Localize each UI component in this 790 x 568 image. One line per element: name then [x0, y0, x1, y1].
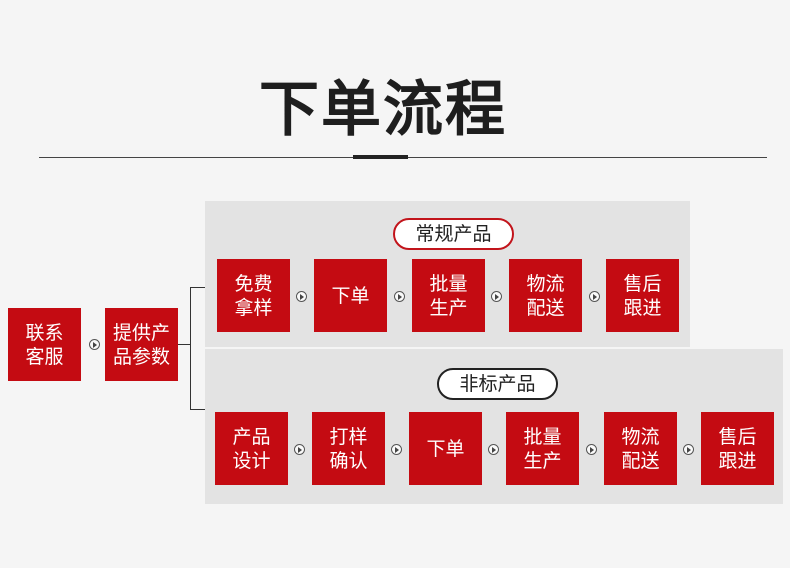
- regular-step-order: 下单: [314, 259, 387, 332]
- custom-step-mass-production: 批量 生产: [506, 412, 579, 485]
- custom-step-logistics: 物流 配送: [604, 412, 677, 485]
- step-provide-parameters: 提供产 品参数: [105, 308, 178, 381]
- branch-bracket-stem: [178, 344, 190, 345]
- regular-step-after-sales: 售后 跟进: [606, 259, 679, 332]
- arrow-right-circle-icon: [296, 291, 307, 302]
- regular-step-mass-production: 批量 生产: [412, 259, 485, 332]
- custom-products-label: 非标产品: [437, 368, 558, 400]
- step-contact-service: 联系 客服: [8, 308, 81, 381]
- arrow-right-circle-icon: [391, 444, 402, 455]
- arrow-right-circle-icon: [586, 444, 597, 455]
- arrow-right-circle-icon: [488, 444, 499, 455]
- branch-bracket-bottom: [190, 409, 205, 410]
- branch-bracket-top: [190, 287, 205, 288]
- custom-step-order: 下单: [409, 412, 482, 485]
- arrow-right-circle-icon: [394, 291, 405, 302]
- arrow-right-circle-icon: [491, 291, 502, 302]
- arrow-right-circle-icon: [589, 291, 600, 302]
- arrow-right-circle-icon: [89, 339, 100, 350]
- arrow-right-circle-icon: [294, 444, 305, 455]
- custom-step-product-design: 产品 设计: [215, 412, 288, 485]
- branch-bracket: [190, 287, 191, 410]
- page-title: 下单流程: [259, 75, 507, 145]
- regular-products-label: 常规产品: [393, 218, 514, 250]
- title-divider-accent: [353, 155, 408, 159]
- custom-step-after-sales: 售后 跟进: [701, 412, 774, 485]
- arrow-right-circle-icon: [683, 444, 694, 455]
- regular-step-free-sample: 免费 拿样: [217, 259, 290, 332]
- regular-step-logistics: 物流 配送: [509, 259, 582, 332]
- custom-step-sample-confirm: 打样 确认: [312, 412, 385, 485]
